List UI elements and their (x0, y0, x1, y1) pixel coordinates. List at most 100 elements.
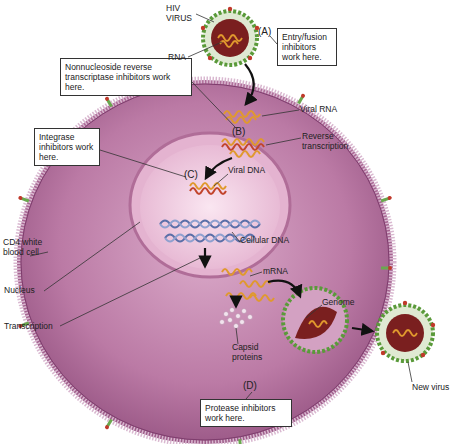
membrane-receptors (380, 195, 392, 203)
leader-lines (262, 110, 299, 116)
part-label: (B) (232, 127, 252, 137)
part-label: (C) (184, 170, 204, 180)
new-virion (381, 351, 385, 355)
part-label: Capsid proteins (232, 343, 278, 362)
membrane-receptors (104, 424, 109, 429)
nucleus (130, 133, 290, 277)
cell-cytoplasm (17, 80, 393, 444)
part-label: mRNA (263, 267, 303, 277)
viral-dna-strands (190, 188, 226, 194)
leader-lines (250, 272, 262, 276)
part-label: HIV VIRUS (166, 4, 200, 23)
part-label: (A) (258, 27, 278, 37)
capsid-proteins (230, 308, 235, 313)
cd4-cell (17, 80, 393, 444)
leader-lines (236, 328, 238, 344)
part-label: Transcription (4, 322, 64, 332)
part-label: Cellular DNA (240, 236, 310, 246)
leader-lines (192, 82, 236, 128)
membrane-receptors (238, 439, 243, 444)
membrane-receptors (387, 195, 392, 200)
part-label: Genome (322, 298, 372, 308)
reverse-transcription-strands (222, 139, 264, 145)
nucleoplasm (140, 145, 280, 269)
capsid-proteins (220, 308, 253, 329)
membrane-receptors (300, 93, 305, 98)
callout-text: Integrase inhibitors work here. (39, 132, 95, 162)
capsid-proteins (240, 320, 245, 325)
callout-box: Nonnucleoside reverse transcriptase inhi… (60, 58, 192, 96)
process-arrows (268, 281, 300, 296)
mrna-strands (250, 295, 274, 301)
cellular-dna (160, 221, 260, 228)
callout-box: Entry/fusion inhibitors work here. (277, 28, 337, 66)
leader-lines (232, 232, 240, 242)
membrane-receptors (238, 439, 242, 444)
membrane-receptors (297, 93, 306, 105)
leader-lines (214, 174, 228, 186)
leader-lines (60, 258, 200, 326)
leader-lines (196, 14, 214, 22)
membrane-receptors (104, 96, 113, 108)
part-label: RNA (168, 53, 192, 63)
leader-lines (266, 138, 301, 145)
hiv-virion (218, 35, 242, 41)
membrane-receptors (381, 266, 392, 270)
capsid-proteins (236, 314, 241, 319)
capsid-proteins (234, 324, 239, 329)
membrane-receptors (18, 72, 392, 444)
hiv-virion (248, 56, 252, 60)
callout-text: Nonnucleoside reverse transcriptase inhi… (65, 62, 187, 92)
new-virion (393, 330, 417, 336)
capsid-proteins (224, 312, 229, 317)
budding-virion (309, 321, 327, 327)
leader-lines (246, 392, 252, 399)
process-arrows (204, 248, 206, 266)
new-virion (377, 301, 435, 361)
process-arrows (205, 64, 372, 331)
reverse-transcription-strands (230, 151, 260, 157)
membrane-receptors (388, 266, 392, 270)
new-virion (386, 314, 424, 352)
capsid-proteins (228, 318, 233, 323)
leader-lines (100, 150, 186, 177)
hiv-virion (201, 26, 205, 30)
viral-dna-strands (190, 183, 226, 189)
membrane-receptors (104, 418, 113, 430)
part-label: New virus (412, 383, 452, 393)
part-label: Reverse transcription (302, 132, 364, 151)
new-virion (421, 353, 425, 357)
reverse-transcription-strands (222, 144, 264, 150)
viral-dna-strands (190, 183, 226, 194)
process-arrows (245, 64, 254, 104)
new-virion (431, 323, 435, 327)
capsid-proteins (248, 315, 253, 320)
new-virion (377, 305, 433, 361)
callout-text: Protease inhibitors work here. (205, 403, 287, 423)
nuclear-envelope (130, 133, 290, 277)
part-label: Nucleus (4, 286, 54, 296)
membrane-receptors (381, 267, 389, 270)
leader-lines (44, 222, 140, 291)
part-label: Viral RNA (300, 105, 360, 115)
capsid-proteins (220, 320, 225, 325)
membrane-receptors (104, 96, 109, 101)
callout-box: Protease inhibitors work here. (200, 399, 292, 427)
mrna-strands (222, 269, 252, 275)
part-label: (D) (243, 381, 263, 391)
hiv-virion (211, 19, 249, 57)
leader-lines (188, 42, 222, 57)
callout-text: Entry/fusion inhibitors work here. (282, 32, 332, 62)
budding-virion (295, 307, 337, 339)
new-virion (403, 301, 407, 305)
callout-box: Integrase inhibitors work here. (34, 128, 100, 166)
hiv-virion (220, 41, 238, 47)
part-label: CD4 white blood cell (3, 238, 49, 257)
membrane-receptors (18, 195, 23, 200)
part-label: Viral DNA (228, 166, 288, 176)
cell-membrane-inner (21, 84, 389, 440)
leader-lines (306, 305, 322, 318)
